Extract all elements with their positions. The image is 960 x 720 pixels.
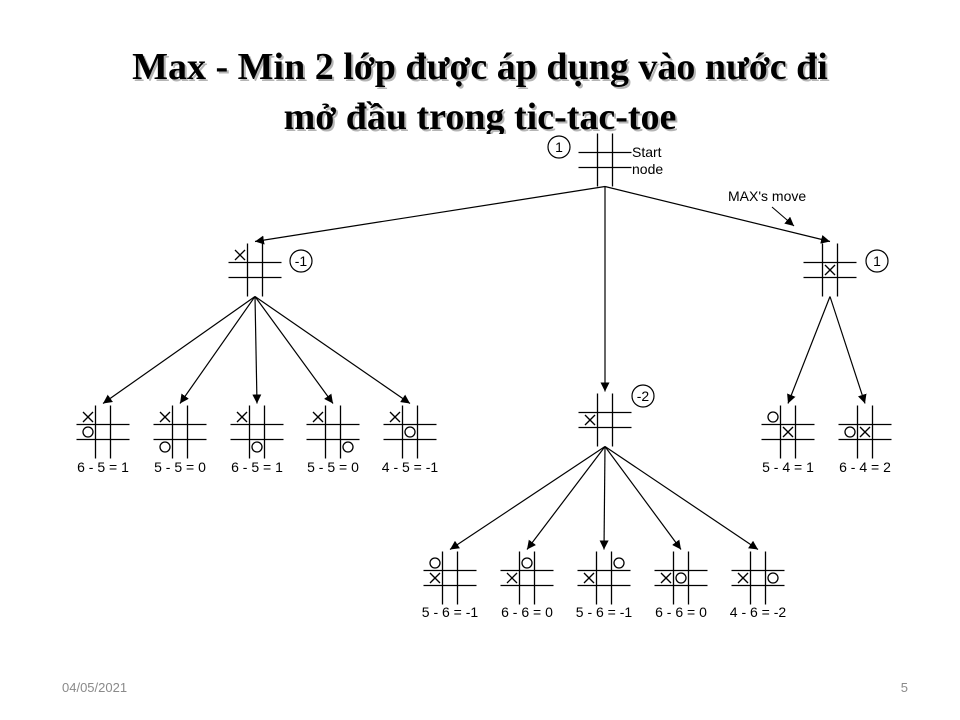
leaf-evaluation-c2: 5 - 5 = 0	[154, 459, 206, 475]
node-value-root: 1	[555, 139, 563, 155]
edge-corner-c4	[254, 296, 334, 404]
x-mark-icon	[824, 264, 836, 276]
x-mark-icon	[782, 426, 794, 438]
board-root: 1	[547, 133, 632, 187]
o-mark-icon	[844, 426, 856, 438]
leaf-evaluation-c3: 6 - 5 = 1	[231, 459, 283, 475]
slide-title: Max - Min 2 lớp được áp dụng vào nước đi…	[40, 42, 920, 134]
footer-date: 04/05/2021	[62, 680, 128, 695]
leaf-evaluation-m1: 5 - 4 = 1	[762, 459, 814, 475]
leaf-evaluation-e1: 5 - 6 = -1	[422, 604, 479, 620]
start-node-label-line-1: Start	[632, 144, 662, 160]
tree-labels: Start node MAX's move	[632, 144, 806, 227]
node-value-center: 1	[873, 253, 881, 269]
board-e3: 5 - 6 = -1	[576, 551, 633, 620]
node-value-circle	[865, 249, 889, 273]
leaf-evaluation-c4: 5 - 5 = 0	[307, 459, 359, 475]
leaf-evaluation-e2: 6 - 6 = 0	[501, 604, 553, 620]
x-mark-icon	[583, 572, 595, 584]
edge-corner-c3	[252, 296, 262, 404]
o-mark-icon	[675, 572, 687, 584]
x-mark-icon	[737, 572, 749, 584]
board-c1: 6 - 5 = 1	[76, 405, 130, 475]
edge-center-m1	[787, 296, 831, 404]
o-mark-icon	[82, 426, 94, 438]
o-mark-icon	[429, 557, 441, 569]
leaf-evaluation-m2: 6 - 4 = 2	[839, 459, 891, 475]
edge-corner-c5	[254, 296, 411, 404]
o-mark-icon	[251, 441, 263, 453]
x-mark-icon	[660, 572, 672, 584]
x-mark-icon	[82, 411, 94, 423]
edge-center-m2	[829, 296, 867, 404]
edge-corner-c2	[179, 296, 256, 404]
x-mark-icon	[859, 426, 871, 438]
edge-edge-e5	[604, 446, 759, 550]
o-mark-icon	[613, 557, 625, 569]
board-edge: -2	[578, 384, 655, 447]
edge-edge-e2	[526, 446, 606, 550]
board-e1: 5 - 6 = -1	[422, 551, 479, 620]
edge-root-corner	[254, 185, 606, 245]
node-value-circle	[547, 135, 571, 159]
x-mark-icon	[234, 249, 246, 261]
node-value-circle	[289, 249, 313, 273]
x-mark-icon	[429, 572, 441, 584]
leaf-evaluation-e3: 5 - 6 = -1	[576, 604, 633, 620]
o-mark-icon	[767, 572, 779, 584]
node-value-circle	[631, 384, 655, 408]
x-mark-icon	[584, 414, 596, 426]
slide-title-line-2: mở đầu trong tic-tac-toe	[283, 96, 677, 134]
o-mark-icon	[159, 441, 171, 453]
node-value-corner: -1	[295, 253, 308, 269]
o-mark-icon	[767, 411, 779, 423]
board-c5: 4 - 5 = -1	[382, 405, 439, 475]
board-m1: 5 - 4 = 1	[761, 405, 815, 475]
x-mark-icon	[506, 572, 518, 584]
tree-nodes: 1 -1 -2 1 6 - 5 = 1 5 - 5 = 0 6 - 5 = 1 5 - 5 =…	[76, 133, 892, 620]
edge-edge-e4	[604, 446, 682, 550]
annotation-pointer	[771, 206, 795, 227]
edge-edge-e3	[599, 446, 609, 550]
board-c4: 5 - 5 = 0	[306, 405, 360, 475]
node-value-edge: -2	[637, 388, 650, 404]
x-mark-icon	[389, 411, 401, 423]
leaf-evaluation-c1: 6 - 5 = 1	[77, 459, 129, 475]
o-mark-icon	[404, 426, 416, 438]
x-mark-icon	[159, 411, 171, 423]
edge-corner-c1	[102, 296, 256, 404]
page-number: 5	[900, 680, 908, 695]
board-corner: -1	[228, 243, 313, 297]
start-node-label-line-2: node	[632, 161, 663, 177]
leaf-evaluation-c5: 4 - 5 = -1	[382, 459, 439, 475]
edge-root-center	[604, 185, 831, 244]
tree-edges	[102, 185, 867, 550]
leaf-evaluation-e4: 6 - 6 = 0	[655, 604, 707, 620]
board-m2: 6 - 4 = 2	[838, 405, 892, 475]
board-c3: 6 - 5 = 1	[230, 405, 284, 475]
slide-title-line-1: Max - Min 2 lớp được áp dụng vào nước đi	[132, 46, 828, 88]
max-move-annotation: MAX's move	[728, 188, 806, 204]
board-c2: 5 - 5 = 0	[153, 405, 207, 475]
x-mark-icon	[312, 411, 324, 423]
board-e2: 6 - 6 = 0	[500, 551, 554, 620]
edge-edge-e1	[449, 446, 606, 550]
leaf-evaluation-e5: 4 - 6 = -2	[730, 604, 787, 620]
x-mark-icon	[236, 411, 248, 423]
o-mark-icon	[521, 557, 533, 569]
o-mark-icon	[342, 441, 354, 453]
board-e4: 6 - 6 = 0	[654, 551, 708, 620]
board-e5: 4 - 6 = -2	[730, 551, 787, 620]
board-center: 1	[803, 243, 889, 297]
